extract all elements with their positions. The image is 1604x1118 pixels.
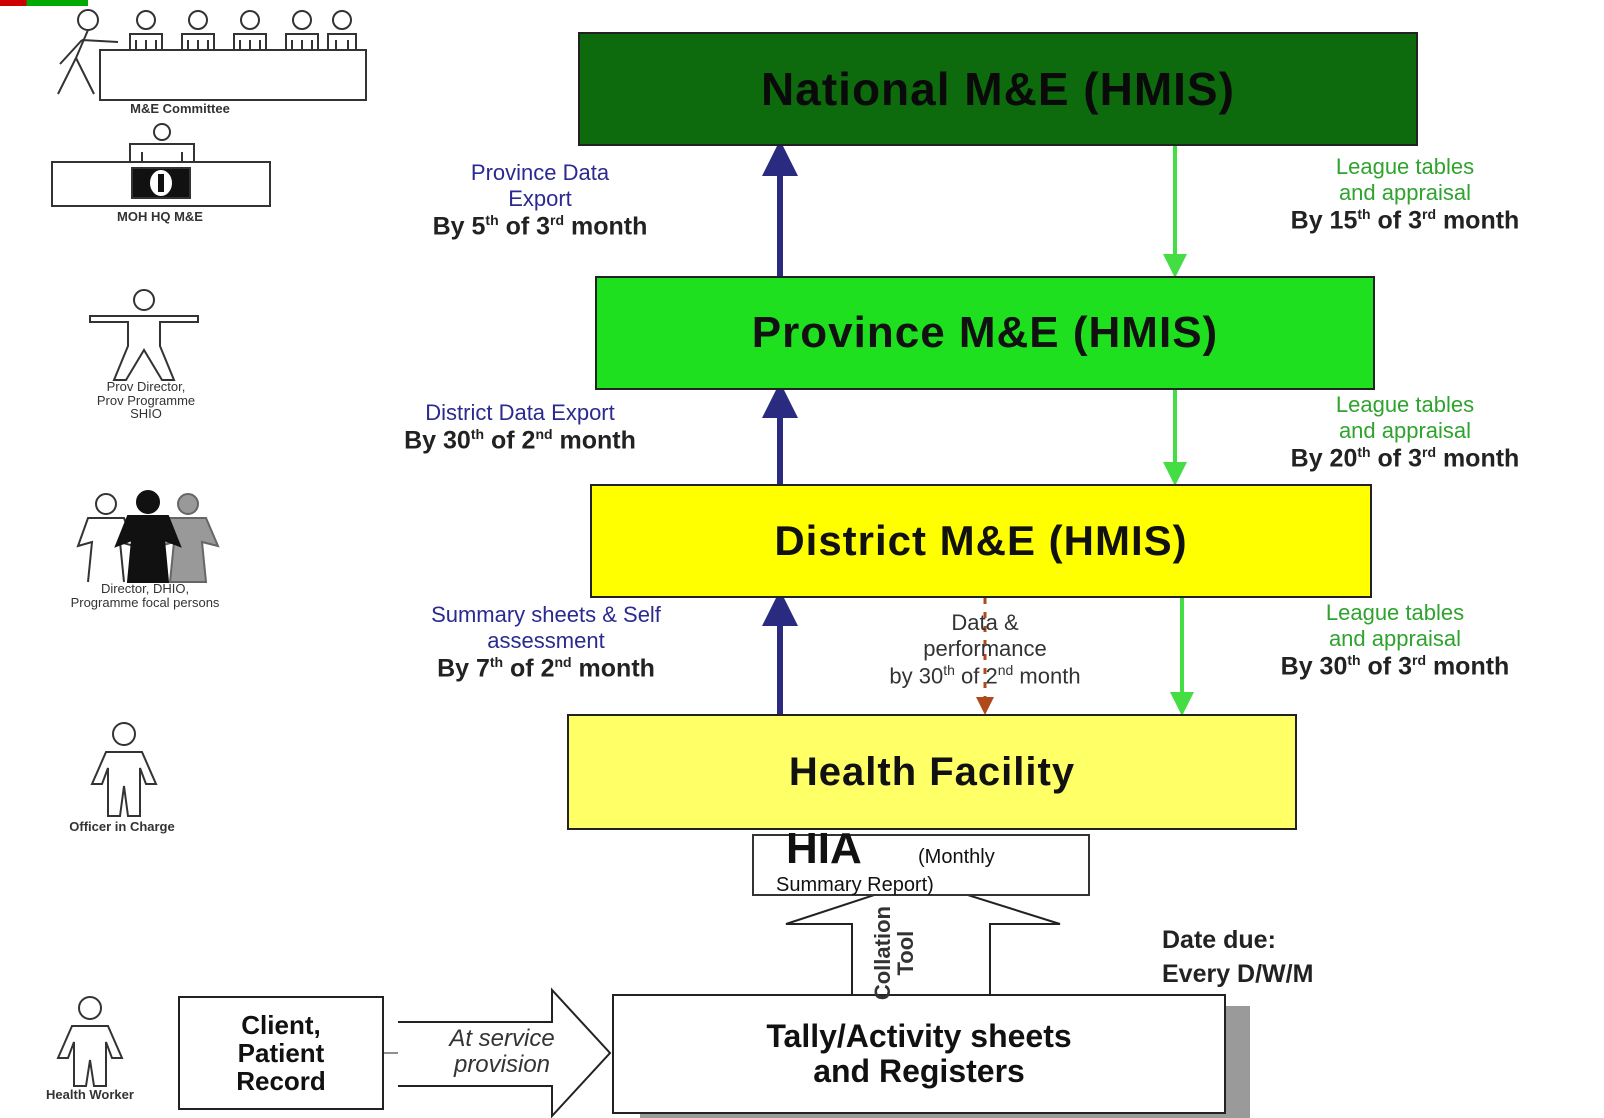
hia-subtitle-2: Summary Report): [776, 874, 934, 896]
down-flow-label-district: League tables and appraisal By 30th of 3…: [1280, 600, 1510, 681]
district-me-box: District M&E (HMIS): [590, 484, 1372, 598]
province-director-icon: [89, 289, 199, 381]
data-performance-label: Data & performance by 30th of 2nd month: [889, 610, 1081, 689]
service-provision-arrow: [398, 987, 612, 1118]
officer-icon: [90, 722, 158, 817]
committee-icon: [57, 9, 367, 101]
province-me-label: Province M&E (HMIS): [751, 308, 1219, 357]
down-flow-label-province: League tables and appraisal By 20th of 3…: [1290, 392, 1520, 473]
officer-role-label: Officer in Charge: [69, 819, 175, 834]
district-role-label: Director, DHIO, Programme focal persons: [70, 581, 220, 610]
date-due-line-1: Date due:: [1162, 926, 1276, 954]
hia-title: HIA: [786, 824, 862, 873]
collation-tool-arrow: [785, 878, 1061, 994]
service-line-2: provision: [453, 1050, 551, 1078]
up-flow-label-district: District Data Export By 30th of 2nd mont…: [404, 400, 636, 455]
tally-line-1: Tally/Activity sheets: [766, 1017, 1072, 1054]
national-me-label: National M&E (HMIS): [761, 63, 1235, 115]
client-line-3: Record: [236, 1066, 326, 1097]
hia-report-box: HIA (Monthly Summary Report): [752, 824, 1090, 896]
tally-line-2: and Registers: [813, 1053, 1025, 1089]
health-facility-label: Health Facility: [788, 749, 1076, 794]
health-facility-box: Health Facility: [567, 714, 1297, 830]
client-line-1: Client,: [241, 1009, 321, 1040]
health-worker-icon: [56, 996, 124, 1087]
collation-tool-label: Collation Tool: [862, 896, 922, 1000]
district-me-label: District M&E (HMIS): [774, 517, 1188, 564]
province-me-box: Province M&E (HMIS): [595, 276, 1375, 390]
committee-role-label: M&E Committee: [130, 101, 230, 116]
client-line-2: Patient: [237, 1037, 325, 1068]
service-provision-label: At service provision: [402, 1026, 602, 1078]
district-team-icon: [76, 490, 220, 583]
hia-subtitle-1: (Monthly: [918, 846, 995, 868]
service-line-1: At service: [449, 1025, 555, 1052]
date-due-label: Date due: Every D/W/M: [1162, 924, 1313, 992]
moh-hq-role-label: MOH HQ M&E: [117, 209, 203, 224]
up-flow-label-province: Province Data Export By 5th of 3rd month: [432, 160, 648, 241]
national-me-box: National M&E (HMIS): [578, 32, 1418, 146]
collation-line-1: Collation: [869, 906, 895, 1001]
moh-hq-icon: [51, 123, 271, 207]
date-due-line-2: Every D/W/M: [1162, 959, 1314, 988]
health-worker-role-label: Health Worker: [46, 1087, 134, 1102]
corner-logo-icon: [0, 0, 88, 6]
tally-sheets-box: Tally/Activity sheets and Registers: [612, 994, 1226, 1114]
province-role-label: Prov Director, Prov Programme SHIO: [96, 379, 196, 422]
collation-line-2: Tool: [893, 930, 918, 976]
client-record-box: Client, Patient Record: [178, 996, 384, 1110]
down-flow-label-national: League tables and appraisal By 15th of 3…: [1290, 154, 1520, 235]
up-flow-label-facility: Summary sheets & Self assessment By 7th …: [431, 602, 661, 683]
